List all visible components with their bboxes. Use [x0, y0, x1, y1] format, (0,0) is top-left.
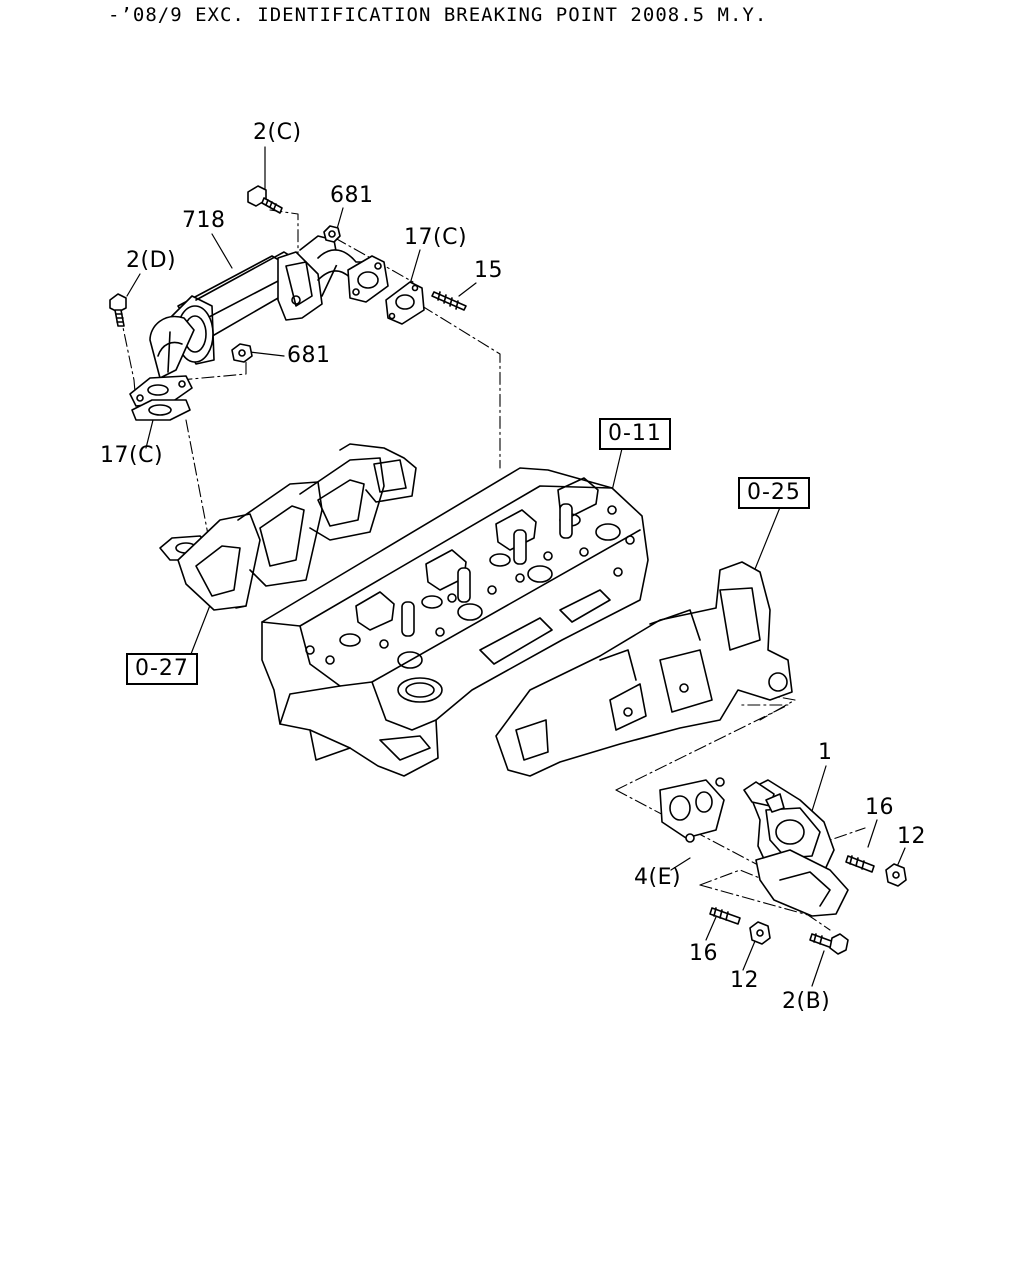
callout-2d: 2(D) — [126, 248, 177, 273]
ref-box-0-11: 0-11 — [599, 418, 671, 450]
callout-12-right: 12 — [897, 824, 926, 849]
cylinder-head — [262, 468, 648, 776]
callout-4e: 4(E) — [634, 865, 682, 890]
ref-box-0-25: 0-25 — [738, 477, 810, 509]
callout-681-top: 681 — [330, 183, 374, 208]
callout-1: 1 — [818, 740, 833, 765]
callout-16-right: 16 — [865, 795, 894, 820]
diagram-header: -’08/9 EXC. IDENTIFICATION BREAKING POIN… — [108, 4, 768, 26]
callout-681-mid: 681 — [287, 343, 331, 368]
egr-cooler — [110, 186, 466, 420]
callout-2c: 2(C) — [253, 120, 302, 145]
egr-valve — [660, 778, 906, 954]
callout-718: 718 — [182, 208, 226, 233]
callout-12-left: 12 — [730, 968, 759, 993]
callout-2b: 2(B) — [782, 989, 831, 1014]
intake-manifold — [496, 562, 792, 776]
callout-17c-left: 17(C) — [100, 443, 164, 468]
callout-15: 15 — [474, 258, 503, 283]
exhaust-manifold — [160, 444, 416, 610]
callout-17c-top: 17(C) — [404, 225, 468, 250]
callout-16-left: 16 — [689, 941, 718, 966]
ref-box-0-27: 0-27 — [126, 653, 198, 685]
